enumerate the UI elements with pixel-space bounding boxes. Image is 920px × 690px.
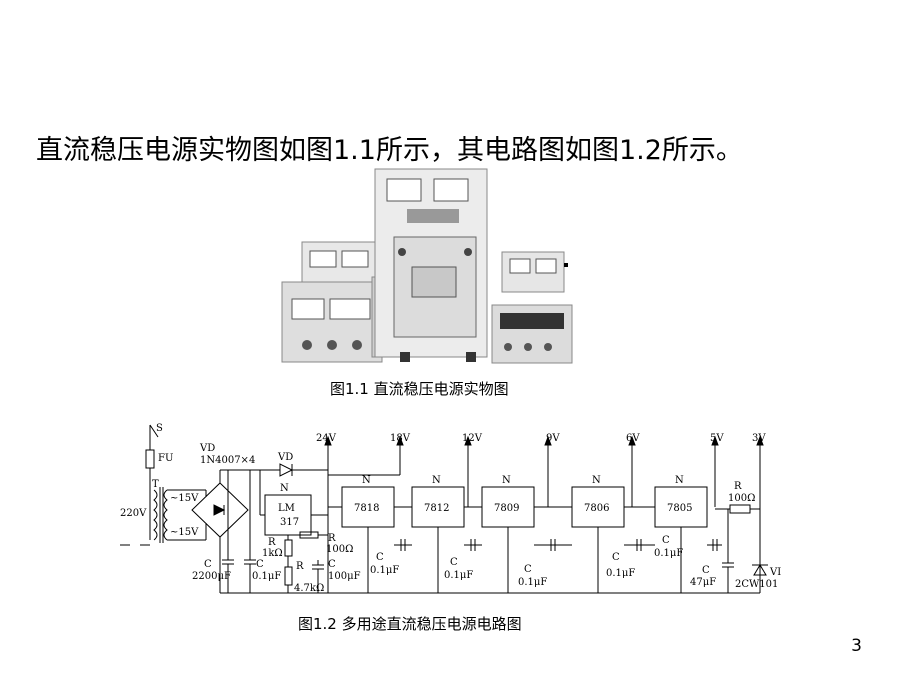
r2-value-label: 100Ω bbox=[326, 544, 353, 555]
output-24v-label: 24V bbox=[316, 433, 337, 444]
output-9v-label: 9V bbox=[546, 433, 560, 444]
c6-value-label: 0.1μF bbox=[518, 577, 547, 588]
fuse-label: FU bbox=[158, 453, 173, 464]
c9-label: C bbox=[702, 565, 710, 576]
output-3v-label: 3V bbox=[752, 433, 766, 444]
c4-value-label: 0.1μF bbox=[370, 565, 399, 576]
c3-value-label: 100μF bbox=[328, 571, 361, 582]
c8-value-label: 0.1μF bbox=[654, 548, 683, 559]
output-6v-label: 6V bbox=[626, 433, 640, 444]
r1-label: R bbox=[268, 537, 276, 548]
zener-vi-label: VI bbox=[769, 567, 781, 578]
n5-label: N bbox=[592, 475, 601, 486]
n2-label: N bbox=[362, 475, 371, 486]
c4-label: C bbox=[376, 552, 384, 563]
n4-label: N bbox=[502, 475, 511, 486]
regulator-7806-label: 7806 bbox=[584, 503, 609, 514]
transformer-label: T bbox=[152, 479, 159, 490]
n1-label: N bbox=[280, 483, 289, 494]
vd5-label: VD bbox=[277, 452, 293, 463]
zener-part-label: 2CW101 bbox=[735, 579, 778, 590]
circuit-diagram: S FU T 220V ~15V ~15V VD 1N4007×4 VD N L… bbox=[120, 423, 781, 594]
headline-text: 直流稳压电源实物图如图1.1所示，其电路图如图1.2所示。 bbox=[36, 135, 743, 166]
c1-value-label: 2200μF bbox=[192, 571, 231, 582]
rp-value-label: 4.7kΩ bbox=[294, 583, 324, 594]
secondary-bottom-label: ~15V bbox=[170, 527, 199, 538]
c9-value-label: 47μF bbox=[690, 577, 716, 588]
n3-label: N bbox=[432, 475, 441, 486]
c3-label: C bbox=[328, 559, 336, 570]
output-18v-label: 18V bbox=[390, 433, 411, 444]
c7-label: C bbox=[612, 552, 620, 563]
power-supply-photo bbox=[281, 168, 573, 364]
c2-value-label: 0.1μF bbox=[252, 571, 281, 582]
c6-label: C bbox=[524, 564, 532, 575]
output-5v-label: 5V bbox=[710, 433, 724, 444]
output-12v-label: 12V bbox=[462, 433, 483, 444]
regulator-7809-label: 7809 bbox=[494, 503, 519, 514]
switch-label: S bbox=[156, 423, 163, 434]
c1-label: C bbox=[204, 559, 212, 570]
regulator-7818-label: 7818 bbox=[354, 503, 379, 514]
regulator-7812-label: 7812 bbox=[424, 503, 449, 514]
rp-label: R bbox=[296, 561, 304, 572]
lm317-label: LM bbox=[278, 503, 295, 514]
mains-label: 220V bbox=[120, 508, 147, 519]
r2-label: R bbox=[328, 533, 336, 544]
regulator-7805-label: 7805 bbox=[667, 503, 692, 514]
lm317-number-label: 317 bbox=[280, 517, 299, 528]
figure2-caption: 图1.2 多用途直流稳压电源电路图 bbox=[298, 615, 522, 633]
c5-value-label: 0.1μF bbox=[444, 570, 473, 581]
r3-label: R bbox=[734, 481, 742, 492]
c2-label: C bbox=[256, 559, 264, 570]
page-number: 3 bbox=[851, 636, 862, 656]
c7-value-label: 0.1μF bbox=[606, 568, 635, 579]
c5-label: C bbox=[450, 557, 458, 568]
figure1-caption: 图1.1 直流稳压电源实物图 bbox=[330, 380, 509, 398]
r3-value-label: 100Ω bbox=[728, 493, 755, 504]
r1-value-label: 1kΩ bbox=[262, 548, 283, 559]
bridge-diodes-label: VD bbox=[199, 443, 215, 454]
secondary-top-label: ~15V bbox=[170, 493, 199, 504]
c8-label: C bbox=[662, 535, 670, 546]
n6-label: N bbox=[675, 475, 684, 486]
bridge-diode-part-label: 1N4007×4 bbox=[200, 455, 255, 466]
